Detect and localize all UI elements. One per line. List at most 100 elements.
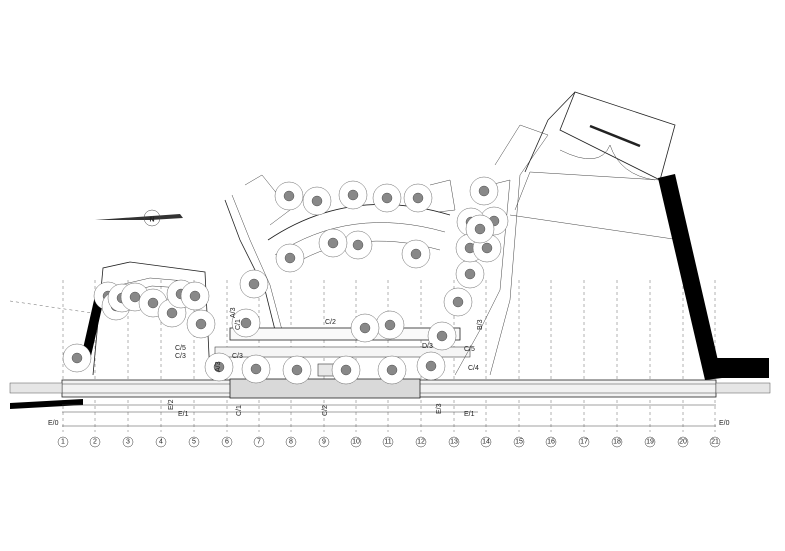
label-e0-right: E/0 (719, 420, 730, 427)
tree-icon (275, 243, 305, 273)
grid-number-2: 2 (93, 439, 97, 446)
grid-bubble-7 (253, 436, 265, 448)
grid-bubble-11 (382, 436, 394, 448)
grid-bubble-19 (644, 436, 656, 448)
label-a3-bottom: A/3 (215, 361, 222, 372)
grid-bubble-13 (448, 436, 460, 448)
grid-bubble-17 (578, 436, 590, 448)
tree-icon (350, 313, 380, 343)
grid-bubble-4 (155, 436, 167, 448)
label-c5-right: C/5 (464, 346, 475, 353)
right-building (509, 91, 681, 241)
tree-icon (204, 352, 234, 382)
grid-bubble-10 (350, 436, 362, 448)
grid-number-12: 12 (417, 439, 425, 446)
grid-bubble-14 (480, 436, 492, 448)
grid-number-11: 11 (384, 439, 391, 446)
tree-icon (455, 259, 485, 289)
grid-number-10: 10 (352, 439, 360, 446)
grid-number-20: 20 (679, 439, 687, 446)
grid-bubble-5 (188, 436, 200, 448)
grid-number-3: 3 (126, 439, 130, 446)
right-ramp (454, 124, 549, 376)
grid-bubble-9 (318, 436, 330, 448)
grid-bubble-12 (415, 436, 427, 448)
grid-bubble-15 (513, 436, 525, 448)
label-c1-top: C/1 (235, 319, 242, 330)
tree-icon (427, 321, 457, 351)
label-b3: B/3 (477, 319, 484, 330)
right-wall-foot (705, 358, 769, 378)
main-pathway (9, 378, 771, 409)
tree-icon (465, 214, 495, 244)
tree-icon (443, 287, 473, 317)
label-e1-left: E/1 (178, 411, 189, 418)
label-c3-right: C/3 (232, 353, 243, 360)
tree-icon (372, 183, 402, 213)
trees (62, 176, 509, 385)
reference-line (9, 300, 93, 314)
label-c3-left: C/3 (175, 353, 186, 360)
label-e2: E/2 (168, 399, 175, 410)
grid-number-15: 15 (515, 439, 523, 446)
label-d3: D/3 (422, 343, 433, 350)
grid-bubble-16 (545, 436, 557, 448)
grid-bubble-20 (677, 436, 689, 448)
tree-icon (318, 228, 348, 258)
grid-number-6: 6 (225, 439, 229, 446)
tree-icon (282, 355, 312, 385)
tree-icon (302, 186, 332, 216)
grid-number-1: 1 (61, 439, 65, 446)
grid-bubble-6 (221, 436, 233, 448)
tree-icon (180, 281, 210, 311)
tree-icon (401, 239, 431, 269)
grid-number-16: 16 (547, 439, 555, 446)
grid-bubble-21 (709, 436, 721, 448)
grid-number-14: 14 (482, 439, 490, 446)
right-wall (658, 174, 722, 380)
grid-number-19: 19 (646, 439, 654, 446)
label-c1-bottom: C/1 (236, 405, 243, 416)
tree-icon (469, 176, 499, 206)
grid-lines (62, 280, 716, 432)
label-e0-left: E/0 (48, 420, 59, 427)
north-letter: N (149, 217, 154, 224)
label-c2-bottom: C/2 (322, 405, 329, 416)
grid-number-17: 17 (580, 439, 588, 446)
tree-icon (239, 269, 269, 299)
grid-number-7: 7 (257, 439, 261, 446)
tree-icon (377, 355, 407, 385)
tree-icon (231, 308, 261, 338)
north-arrow-icon: N (95, 209, 183, 227)
tree-icon (338, 180, 368, 210)
tree-icon (375, 310, 405, 340)
grid-number-9: 9 (322, 439, 326, 446)
tree-icon (241, 354, 271, 384)
tree-icon (331, 355, 361, 385)
grid-bubble-18 (611, 436, 623, 448)
grid-number-13: 13 (450, 439, 458, 446)
grid-bubble-1 (57, 436, 69, 448)
grid-number-8: 8 (289, 439, 293, 446)
label-e1-right: E/1 (464, 411, 475, 418)
grid-number-5: 5 (192, 439, 196, 446)
label-e3: E/3 (436, 403, 443, 414)
tree-icon (403, 183, 433, 213)
grid-bubble-3 (122, 436, 134, 448)
tree-icon (416, 351, 446, 381)
tree-icon (274, 181, 304, 211)
grid-number-21: 21 (711, 439, 719, 446)
grid-number-4: 4 (159, 439, 163, 446)
grid-number-18: 18 (613, 439, 621, 446)
axis-labels: E/0 E/0 E/1 E/1 E/2 E/3 C/1 C/1 C/2 C/2 … (48, 307, 730, 427)
label-c2-top: C/2 (325, 319, 336, 326)
tree-icon (62, 343, 92, 373)
label-a3-top: A/3 (230, 307, 237, 318)
grid-bubble-2 (89, 436, 101, 448)
label-c4: C/4 (468, 365, 479, 372)
tree-icon (186, 309, 216, 339)
grid-bubble-8 (285, 436, 297, 448)
label-c5-left: C/5 (175, 345, 186, 352)
